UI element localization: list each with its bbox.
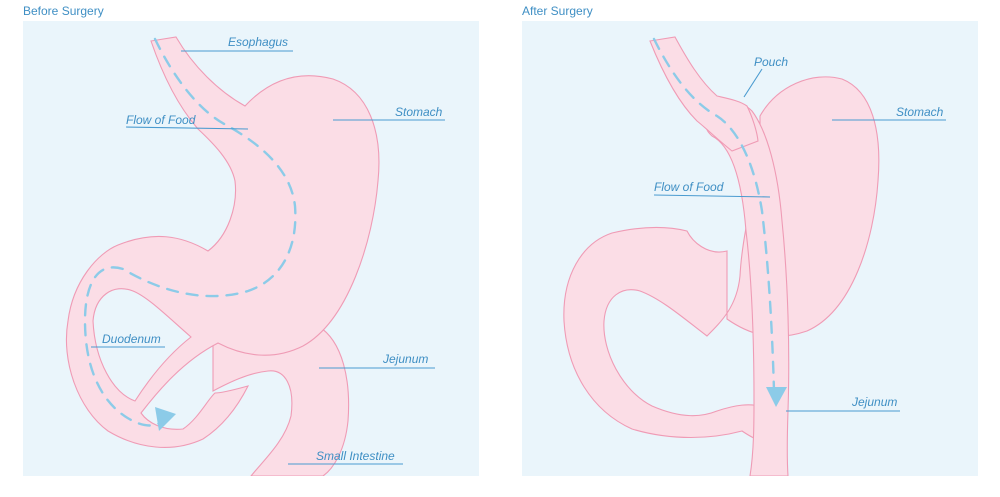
- pouch-label: Pouch: [754, 55, 788, 69]
- after-surgery-title: After Surgery: [522, 4, 593, 18]
- before-surgery-diagram: Esophagus Flow of Food Stomach Duodenum …: [65, 35, 445, 476]
- jejunum-label: Jejunum: [851, 395, 897, 409]
- flow-of-food-path: [83, 37, 297, 427]
- before-surgery-title: Before Surgery: [23, 4, 104, 18]
- flow-arrow-head: [155, 407, 176, 431]
- flow-label: Flow of Food: [126, 113, 196, 127]
- stomach-label: Stomach: [395, 105, 443, 119]
- flow-leader: [653, 194, 771, 198]
- pouch-leader: [743, 68, 763, 98]
- duodenum-gap: [92, 288, 192, 402]
- jejunum-label: Jejunum: [382, 352, 428, 366]
- pouch-shape: [649, 36, 759, 152]
- stomach-label: Stomach: [896, 105, 944, 119]
- flow-leader: [125, 126, 249, 130]
- after-surgery-diagram: Pouch Stomach Flow of Food Jejunum: [563, 36, 946, 476]
- after-surgery-panel: Pouch Stomach Flow of Food Jejunum: [522, 21, 978, 476]
- flow-of-food-path: [652, 37, 776, 393]
- before-surgery-panel: Esophagus Flow of Food Stomach Duodenum …: [23, 21, 479, 476]
- small-intestine-label: Small Intestine: [316, 449, 395, 463]
- duodenum-label: Duodenum: [102, 332, 161, 346]
- esophagus-label: Esophagus: [228, 35, 288, 49]
- flow-label: Flow of Food: [654, 180, 724, 194]
- flow-arrow-head: [766, 387, 787, 407]
- bypassed-stomach-shape: [563, 76, 880, 443]
